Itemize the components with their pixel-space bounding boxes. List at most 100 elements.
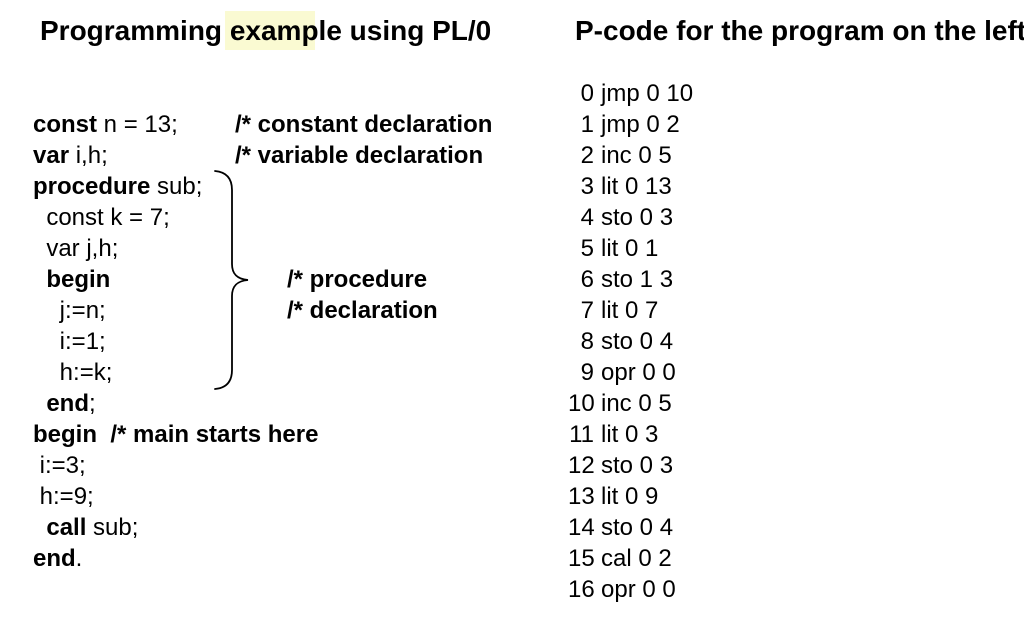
code-text: i,h; (69, 142, 108, 169)
code-text: sub; (86, 514, 139, 541)
pcode-addr: 6 (580, 266, 594, 293)
pcode-addr: 14 (568, 514, 595, 541)
pcode-text: lit 0 1 (601, 235, 659, 262)
code-keyword: procedure (33, 173, 151, 200)
pcode-addr: 15 (568, 545, 595, 572)
pcode-addr: 10 (568, 390, 595, 417)
code-text: sub; (150, 173, 203, 200)
pcode-addr: 2 (580, 142, 594, 169)
code-text: ; (89, 390, 96, 417)
code-line: i:=3; (33, 450, 318, 481)
code-keyword: call (46, 514, 87, 541)
code-line: begin /* main starts here (33, 419, 318, 450)
code-text (33, 514, 46, 541)
pcode-addr: 1 (580, 111, 594, 138)
pcode-text: sto 0 4 (601, 328, 674, 355)
code-line: const n = 13; /* constant declaration (33, 109, 492, 140)
code-text: h:=k; (33, 359, 113, 386)
pcode-line: 5 lit 0 1 (568, 233, 693, 264)
pcode-addr: 16 (568, 576, 595, 603)
pcode-addr: 3 (580, 173, 594, 200)
pcode-addr: 9 (580, 359, 594, 386)
left-title-post: ple using PL/0 (301, 15, 492, 46)
pcode-line: 9 opr 0 0 (568, 357, 693, 388)
code-line: end; (33, 388, 318, 419)
pcode-text: lit 0 9 (601, 483, 659, 510)
pcode-line: 3 lit 0 13 (568, 171, 693, 202)
pcode-line: 4 sto 0 3 (568, 202, 693, 233)
code-line: h:=k; (33, 357, 318, 388)
pcode-line: 8 sto 0 4 (568, 326, 693, 357)
code-line: var j,h; (33, 233, 318, 264)
code-keyword: begin /* main starts here (33, 421, 319, 448)
code-keyword: var (33, 142, 70, 169)
code-line: i:=1; (33, 326, 318, 357)
code-line: begin /* procedure (33, 264, 427, 295)
pcode-text: lit 0 7 (601, 297, 659, 324)
code-line: procedure sub; (33, 171, 318, 202)
code-line: call sub; (33, 512, 318, 543)
right-title: P-code for the program on the left (575, 15, 1024, 46)
pcode-text: lit 0 3 (601, 421, 659, 448)
code-comment: /* declaration (287, 297, 438, 324)
code-text: i:=1; (33, 328, 106, 355)
pcode-addr: 13 (568, 483, 595, 510)
pcode-line: 2 inc 0 5 (568, 140, 693, 171)
pcode-line: 1 jmp 0 2 (568, 109, 693, 140)
code-comment: /* constant declaration (235, 111, 493, 138)
pl0-code-block: const n = 13; /* constant declaration var… (33, 109, 492, 574)
pcode-addr: 4 (580, 204, 594, 231)
code-text: h:=9; (33, 483, 94, 510)
code-keyword: end (33, 545, 76, 572)
code-comment: /* procedure (287, 266, 428, 293)
code-line: var i,h; /* variable declaration (33, 140, 483, 171)
code-keyword: const (33, 111, 98, 138)
pcode-line: 7 lit 0 7 (568, 295, 693, 326)
pcode-text: sto 1 3 (601, 266, 674, 293)
pcode-addr: 12 (568, 452, 595, 479)
code-line: h:=9; (33, 481, 318, 512)
pcode-text: jmp 0 2 (601, 111, 680, 138)
pcode-text: inc 0 5 (601, 142, 672, 169)
pcode-text: sto 0 3 (601, 452, 674, 479)
code-text: n = 13; (97, 111, 178, 138)
code-line: j:=n; /* declaration (33, 295, 438, 326)
pcode-addr: 8 (580, 328, 594, 355)
code-keyword: end (33, 390, 90, 417)
pcode-addr: 0 (580, 80, 594, 107)
left-title-pre: Programming (40, 15, 230, 46)
pcode-text: opr 0 0 (601, 359, 676, 386)
pcode-line: 0 jmp 0 10 (568, 78, 693, 109)
pcode-addr: 11 (569, 421, 594, 448)
code-text: . (75, 545, 83, 572)
pcode-text: sto 0 3 (601, 204, 674, 231)
code-comment: /* variable declaration (235, 142, 484, 169)
pcode-line: 6 sto 1 3 (568, 264, 693, 295)
highlight: exam (224, 11, 316, 50)
code-line: end. (33, 543, 318, 574)
pcode-text: opr 0 0 (601, 576, 676, 603)
left-title: Programming example using PL/0 (40, 11, 492, 50)
code-text: var j,h; (33, 235, 119, 262)
code-keyword: begin (33, 266, 111, 293)
pcode-text: cal 0 2 (601, 545, 672, 572)
pcode-addr: 7 (580, 297, 594, 324)
pcode-line: 11 lit 0 3 (568, 419, 693, 450)
code-text: const k = 7; (33, 204, 170, 231)
code-line: const k = 7; (33, 202, 318, 233)
pcode-text: lit 0 13 (601, 173, 672, 200)
code-text: i:=3; (33, 452, 86, 479)
procedure-brace (214, 170, 249, 390)
pcode-text: jmp 0 10 (601, 80, 694, 107)
code-text: j:=n; (33, 297, 106, 324)
pcode-text: sto 0 4 (601, 514, 674, 541)
pcode-addr: 5 (580, 235, 594, 262)
